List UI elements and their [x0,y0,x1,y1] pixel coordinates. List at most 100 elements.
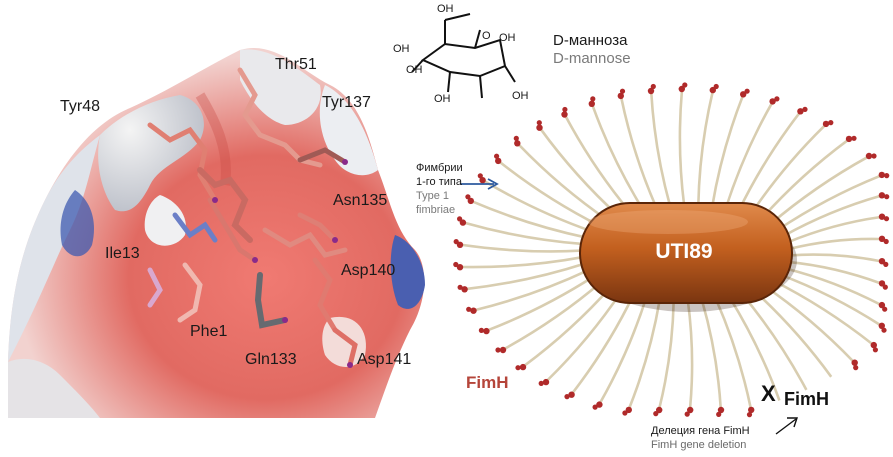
mannose-structure [411,13,516,99]
fimh-tip [562,106,568,113]
fimh-label-wildtype: FimH [466,373,509,392]
fimh-tip [457,216,463,222]
mannose-oh-left: OH [393,43,410,55]
fimh-tip [536,124,543,131]
fimh-tip [470,307,477,314]
fimh-tip [853,365,859,371]
fimh-tip [625,406,632,414]
pilus-shaft [728,296,781,401]
fimbriae-label: Фимбрии 1-го типа Type 1 fimbriae [416,161,463,217]
fimh-tip [851,135,857,141]
pilus-shaft [789,253,881,263]
residue-label-asn135: Asn135 [333,192,388,209]
pilus-shaft [700,300,722,409]
fimbriae-arrow [460,178,499,190]
pilus-shaft [475,268,590,312]
fimh-tip [536,120,542,126]
pilus-shaft [461,243,583,253]
fimh-tip [456,241,464,248]
fimh-tip [713,83,719,90]
fimh-tip [746,412,753,418]
fimh-tip [499,346,507,354]
fimh-tip [882,306,888,312]
residue-label-phe1: Phe1 [190,323,228,340]
fimh-tip [453,261,459,268]
pilus-shaft [498,160,601,228]
deletion-caption-ru: Делеция гена FimH [651,425,750,437]
pilus-shaft [466,262,585,291]
residue-label-asp141: Asp141 [357,351,412,368]
fimh-tip [619,88,626,94]
fimh-tip [878,280,886,287]
deletion-caption-en: FimH gene deletion [651,439,747,451]
fimh-tip [461,286,468,293]
fimbriae-label-ru-2: 1-го типа [416,176,462,188]
fimh-tip [656,406,663,414]
fimh-tip [878,192,886,199]
pilus-shaft [464,221,584,246]
pilus-shaft [697,91,714,206]
pilus-shaft [658,300,675,409]
mannose-oh-bottom: OH [434,93,451,105]
pilus-shaft [517,143,610,222]
fimh-tip [883,261,889,267]
fimh-tip [542,378,550,386]
fimh-tip [650,83,656,90]
fimh-tip [590,96,596,102]
fimh-tip [495,347,501,353]
fimh-tip [872,347,879,353]
pilus-shaft [523,285,613,367]
mannose-oh-top: OH [437,3,454,15]
residue-label-asp140: Asp140 [341,262,396,279]
fimh-tip [884,194,890,200]
deletion-caption: Делеция гена FimH FimH gene deletion [651,424,750,452]
fimh-tip [709,86,716,94]
fimh-tip [884,173,890,179]
pilus-shaft [472,200,588,240]
pilus-shaft [771,278,874,346]
deletion-arrow [775,417,798,435]
residue-label-ile13: Ile13 [105,245,140,262]
fimh-tip [716,411,722,417]
fimh-tip [883,238,889,245]
fimh-tip [744,88,750,94]
fimh-tip [769,98,776,105]
fimh-tip [740,91,747,98]
fimh-tip [878,258,886,265]
bacterium-label: UTI89 [655,240,713,263]
fimh-tip [467,197,474,205]
fimh-tip [682,82,688,88]
pilus-shaft [483,179,594,233]
fimh-tip [653,411,659,417]
pilus-shaft [710,95,744,207]
fimh-tip [882,284,888,290]
pilus-shaft [714,298,752,409]
fimh-tip [622,410,628,416]
fimh-tip [538,380,544,386]
fimh-tip [479,177,486,184]
fimh-tip [687,406,694,414]
pilus-shaft [788,260,881,285]
fimh-tip [457,284,463,290]
fimh-tip [878,322,885,329]
fimh-label-deleted: FimH [784,389,829,409]
sugar-name-en: D-mannose [553,50,631,67]
residue-label-gln133: Gln133 [245,351,297,368]
pilus-shaft [503,280,603,350]
fimh-tip [617,92,624,100]
fimh-tip [647,87,655,95]
fimh-tip [845,135,853,143]
pilus-shaft [784,266,881,306]
pilus-shaft [461,255,583,269]
fimbriae-label-ru-1: Фимбрии [416,162,463,174]
fimh-tip [878,171,885,179]
fimh-tip [684,411,690,417]
fimh-tip [883,216,890,222]
fimh-tip [717,406,725,414]
fimh-tip [802,106,808,112]
fimh-tip [453,239,459,245]
fimh-tip [568,391,575,398]
pilus-shaft [776,174,881,232]
pilus-shaft [686,300,694,409]
uti89-bacterium [579,202,797,312]
